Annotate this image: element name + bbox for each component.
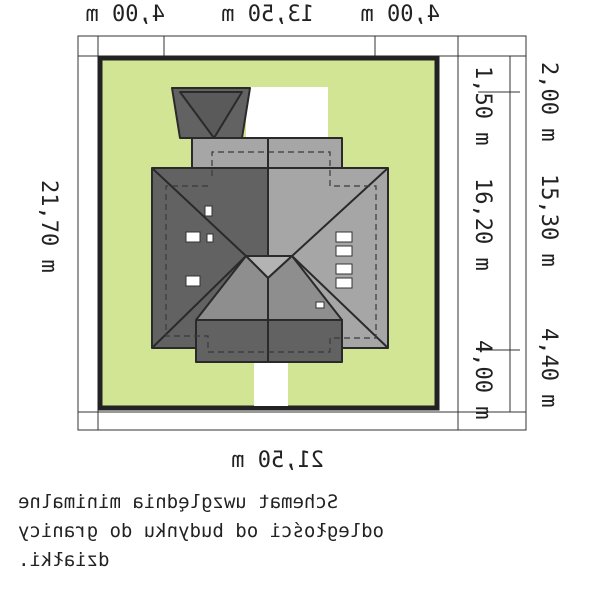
dim-bottom-width: 21,50 m [231,448,324,473]
dim-top-middle: 13,50 m [221,2,314,27]
skylight [335,245,353,257]
skylights [185,205,353,309]
note-line-2: odległości od budynku do granicy [18,520,385,542]
skylight [335,231,353,243]
roof-rear-wing-ridge [179,91,243,139]
skylight [206,233,214,243]
dim-right-inner-bottom: 4,00 m [470,340,495,419]
dim-right-inner-top: 1,50 m [470,66,495,145]
skylight [204,205,213,217]
skylight [335,263,353,275]
skylight [335,277,353,289]
skylight [185,231,201,243]
dim-right-outer-top: 2,00 m [536,62,561,141]
terrace [246,87,328,137]
house-roof [151,87,389,363]
dim-right-outer-bottom: 4,40 m [536,328,561,407]
dim-left-height: 21,70 m [36,180,61,273]
wall-outline [165,151,377,353]
dim-top-left: 4,00 m [86,2,165,27]
dimension-frame [77,35,527,431]
dim-right-outer-middle: 15,30 m [536,174,561,267]
note-line-1: Schemat uwzględnia minimalne [18,491,339,513]
note-line-3: działki. [18,549,110,571]
driveway [254,358,288,406]
note: Schemat uwzględnia minimalne odległości … [18,488,578,575]
skylight [185,275,201,287]
dim-top-right: 4,00 m [361,2,440,27]
skylight [315,301,325,309]
dim-right-inner-middle: 16,20 m [470,178,495,271]
